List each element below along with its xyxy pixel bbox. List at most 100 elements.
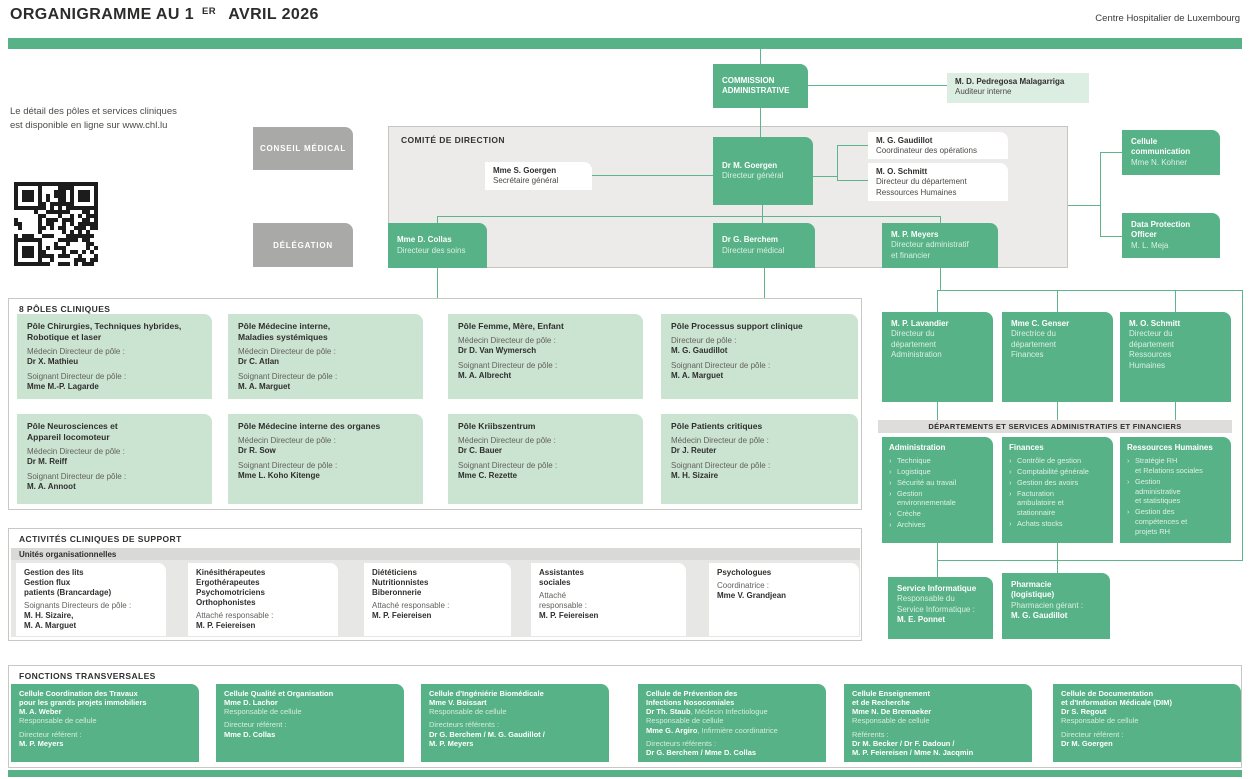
pole-title: Pôle Processus support clinique xyxy=(671,321,803,331)
pole-role-label: Soignant Directeur de pôle : xyxy=(458,460,558,470)
service-box: Pharmacie (logistique)Pharmacien gérant … xyxy=(1002,573,1110,639)
connector-line xyxy=(938,290,1243,291)
directeur-medical-box: Dr G. Berchem Directeur médical xyxy=(713,223,815,268)
transversal-cell-person: Mme G. Argiro xyxy=(646,725,698,735)
support-unit-label: Attaché responsable : xyxy=(372,601,450,610)
coordinateur-operations-box: M. G. Gaudillot Coordinateur des opérati… xyxy=(868,132,1008,159)
secretaire-role: Secrétaire général xyxy=(493,176,559,186)
support-unit-name: Psychologues xyxy=(717,568,772,577)
department-entry: Comptabilité générale xyxy=(1009,467,1106,477)
transversal-cell-refs: Dr M. Becker / Dr F. Dadoun / M. P. Feie… xyxy=(852,738,974,757)
department-entry: Logistique xyxy=(889,467,986,477)
support-heading: ACTIVITÉS CLINIQUES DE SUPPORT xyxy=(19,534,182,544)
connector-line xyxy=(762,205,763,223)
comm-cell-person: Mme N. Kohner xyxy=(1131,157,1188,167)
transversal-cell-body-line: Mme N. De Bremaeker xyxy=(852,707,1024,716)
transversal-cell-body-line: Mme V. Boissart xyxy=(429,698,601,707)
transversal-cell-ref-label: Directeur référent : xyxy=(19,729,82,739)
adminfin-name: M. P. Meyers xyxy=(891,229,939,239)
connector-line xyxy=(1175,402,1176,420)
connector-line xyxy=(1057,543,1058,573)
transversal-cell-person: Mme N. De Bremaeker xyxy=(852,707,932,717)
service-label: Pharmacien gérant : xyxy=(1011,600,1084,610)
page-title-superscript: ER xyxy=(194,1,224,22)
qr-code xyxy=(14,182,98,266)
top-green-bar xyxy=(8,38,1242,49)
department-entry: Stratégie RH et Relations sociales xyxy=(1127,456,1224,476)
connector-line xyxy=(592,175,713,176)
transversal-cell-refs: Dr G. Berchem / M. G. Gaudillot / M. P. … xyxy=(429,729,545,748)
bottom-green-bar xyxy=(8,770,1242,777)
cellule-communication-box: Cellule communication Mme N. Kohner xyxy=(1122,130,1220,175)
transversal-cell-ref-label: Référents : xyxy=(852,729,889,739)
connector-line xyxy=(1057,290,1058,312)
auditor-role: Auditeur interne xyxy=(955,87,1012,97)
department-entry: Achats stocks xyxy=(1009,519,1106,529)
transversal-cell-person: M. A. Weber xyxy=(19,707,62,717)
connector-line xyxy=(437,216,438,223)
connector-line xyxy=(437,216,941,217)
service-label: Responsable du Service Informatique : xyxy=(897,594,975,614)
transversal-cell: Cellule Coordination des Travaux pour le… xyxy=(11,684,199,762)
dept-director-role: Directeur du département Ressources Huma… xyxy=(1129,329,1174,370)
connector-line xyxy=(760,49,761,64)
transversal-cell-person: Mme D. Lachor xyxy=(224,698,278,708)
online-note-line2: est disponible en ligne sur www.chl.lu xyxy=(10,119,168,131)
pole-title: Pôle Neurosciences et Appareil locomoteu… xyxy=(27,421,118,443)
support-unit-name: Gestion des lits Gestion flux patients (… xyxy=(24,568,112,597)
transversal-cell-role: Responsable de cellule xyxy=(19,716,97,726)
pole-role-name: Dr M. Reiff xyxy=(27,457,67,467)
transversal-cell-ref-label: Directeurs référents : xyxy=(646,738,717,748)
transversal-cell-body-line: Dr S. Regout xyxy=(1061,707,1233,716)
pole-role-label: Médecin Directeur de pôle : xyxy=(27,447,125,457)
department-entry: Contrôle de gestion xyxy=(1009,456,1106,466)
support-unit-person: M. P. Feiereisen xyxy=(539,611,599,620)
poles-heading: 8 PÔLES CLINIQUES xyxy=(19,304,111,314)
support-unit-label: Coordinatrice : xyxy=(717,581,770,590)
transversal-cell-title: Cellule d'Ingéniérie Biomédicale xyxy=(429,689,544,698)
pole-title: Pôle Patients critiques xyxy=(671,421,763,431)
transversal-cell-ref-label: Directeur référent : xyxy=(1061,729,1124,739)
comite-direction-label: COMITÉ DE DIRECTION xyxy=(401,135,505,145)
support-unit-label: Soignants Directeurs de pôle : xyxy=(24,601,132,610)
adminfin-role: Directeur administratif et financier xyxy=(891,240,969,260)
page-title-rest: AVRIL 2026 xyxy=(224,6,319,23)
support-unit-person: M. P. Feiereisen xyxy=(196,621,256,630)
transversal-cell: Cellule de Prévention des Infections Nos… xyxy=(638,684,826,762)
transversal-cell-role: Responsable de cellule xyxy=(852,716,930,726)
transversal-cell: Cellule de Documentation et d'Informatio… xyxy=(1053,684,1241,762)
pole-role-label: Médecin Directeur de pôle : xyxy=(458,436,556,446)
departements-bar: DÉPARTEMENTS ET SERVICES ADMINISTRATIFS … xyxy=(878,420,1232,433)
department-title: Finances xyxy=(1009,443,1044,452)
department-entry: Technique xyxy=(889,456,986,466)
commission-administrative-label: COMMISSION ADMINISTRATIVE xyxy=(722,75,790,95)
support-unit-name: Assistantes sociales xyxy=(539,568,584,587)
commission-administrative-box: COMMISSION ADMINISTRATIVE xyxy=(713,64,808,108)
department-entry: Archives xyxy=(889,520,986,530)
pole-title: Pôle Kriibszentrum xyxy=(458,421,536,431)
transversal-cell-ref-label: Directeurs référents : xyxy=(429,720,500,730)
pole-title: Pôle Médecine interne des organes xyxy=(238,421,381,431)
pole-role-name: M. A. Marguet xyxy=(238,382,291,392)
support-section: ACTIVITÉS CLINIQUES DE SUPPORT Unités or… xyxy=(8,528,862,641)
dept-director-role: Directrice du département Finances xyxy=(1011,329,1056,360)
service-title: Pharmacie (logistique) xyxy=(1011,580,1055,600)
transversal-cell-role: Responsable de cellule xyxy=(429,707,507,717)
transversal-cell-role: Responsable de cellule xyxy=(1061,716,1139,726)
pole-role-name: M. G. Gaudillot xyxy=(671,346,728,356)
drh-box: M. O. Schmitt Directeur du département R… xyxy=(868,163,1008,201)
transversal-cell-body-line: Dr Th. Staub, Médecin Infectiologue xyxy=(646,707,818,716)
pole-role-name: Mme L. Koho Kitenge xyxy=(238,471,320,481)
department-box: FinancesContrôle de gestionComptabilité … xyxy=(1002,437,1113,543)
department-entry: Facturation ambulatoire et stationnaire xyxy=(1009,489,1106,518)
